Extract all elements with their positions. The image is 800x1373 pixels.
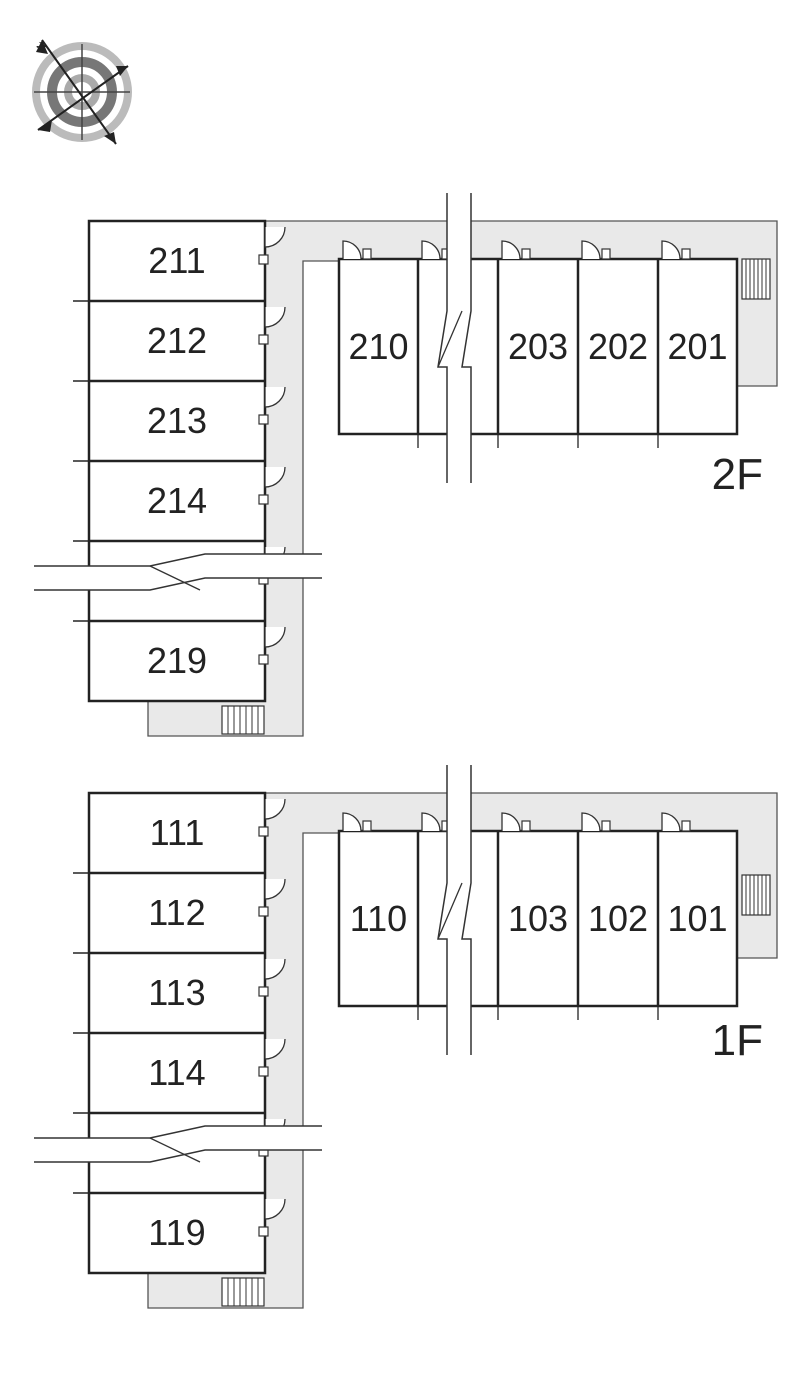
- break-gap: [34, 554, 322, 590]
- break-gap: [34, 1126, 322, 1162]
- room-number: 213: [147, 400, 207, 441]
- break-line: [34, 553, 322, 567]
- meter-box: [362, 248, 372, 260]
- door-icon: [661, 812, 681, 832]
- door-icon: [421, 240, 441, 260]
- room-number: 101: [667, 898, 727, 939]
- room-number: 201: [667, 326, 727, 367]
- compass-icon: N: [32, 39, 132, 145]
- break-line: [461, 193, 472, 483]
- meter-box: [258, 1066, 269, 1077]
- stairs-icon: [741, 258, 771, 300]
- meter-box: [681, 820, 691, 832]
- door-icon: [264, 386, 286, 408]
- break-line: [34, 1149, 322, 1163]
- room-number: 214: [147, 480, 207, 521]
- door-icon: [421, 812, 441, 832]
- door-icon: [264, 466, 286, 488]
- door-icon: [342, 812, 362, 832]
- meter-box: [681, 248, 691, 260]
- room-number: 103: [508, 898, 568, 939]
- meter-box: [601, 820, 611, 832]
- meter-box: [258, 654, 269, 665]
- door-icon: [661, 240, 681, 260]
- meter-box: [258, 494, 269, 505]
- room-number: 203: [508, 326, 568, 367]
- floor-plan-1f: 111 112 113 114 119 110 103 102 101 1F: [34, 765, 778, 1309]
- break-line: [461, 765, 472, 1055]
- right-wing: [337, 829, 739, 1008]
- stairs-icon: [221, 1277, 265, 1307]
- door-icon: [264, 626, 286, 648]
- meter-box: [258, 1226, 269, 1237]
- room-number: 212: [147, 320, 207, 361]
- meter-box: [521, 820, 531, 832]
- door-icon: [581, 812, 601, 832]
- room-number: 112: [148, 892, 205, 933]
- room-number: 202: [588, 326, 648, 367]
- meter-box: [258, 986, 269, 997]
- room-number: 102: [588, 898, 648, 939]
- meter-box: [258, 254, 269, 265]
- right-wing: [337, 257, 739, 436]
- room-number: 211: [148, 240, 205, 281]
- meter-box: [521, 248, 531, 260]
- room-number: 219: [147, 640, 207, 681]
- break-line: [34, 1125, 322, 1139]
- stairs-icon: [221, 705, 265, 735]
- door-icon: [264, 878, 286, 900]
- room-number: 210: [348, 326, 408, 367]
- door-icon: [264, 226, 286, 248]
- door-icon: [581, 240, 601, 260]
- door-icon: [264, 1198, 286, 1220]
- floor-label: 2F: [712, 450, 763, 499]
- meter-box: [258, 334, 269, 345]
- door-icon: [501, 812, 521, 832]
- door-icon: [264, 958, 286, 980]
- room-number: 111: [150, 812, 205, 853]
- room-number: 110: [350, 898, 407, 939]
- door-icon: [264, 306, 286, 328]
- floor-plan-2f: 211 212 213 214 219 210 203 202 201 2F: [34, 193, 778, 737]
- room-number: 114: [148, 1052, 205, 1093]
- floor-label: 1F: [712, 1016, 763, 1065]
- break-line: [34, 577, 322, 591]
- meter-box: [601, 248, 611, 260]
- room-number: 119: [148, 1212, 205, 1253]
- meter-box: [362, 820, 372, 832]
- meter-box: [258, 906, 269, 917]
- door-icon: [264, 798, 286, 820]
- room-number: 113: [148, 972, 205, 1013]
- meter-box: [258, 826, 269, 837]
- door-icon: [264, 1038, 286, 1060]
- meter-box: [258, 414, 269, 425]
- door-icon: [342, 240, 362, 260]
- stairs-icon: [741, 874, 771, 916]
- door-icon: [501, 240, 521, 260]
